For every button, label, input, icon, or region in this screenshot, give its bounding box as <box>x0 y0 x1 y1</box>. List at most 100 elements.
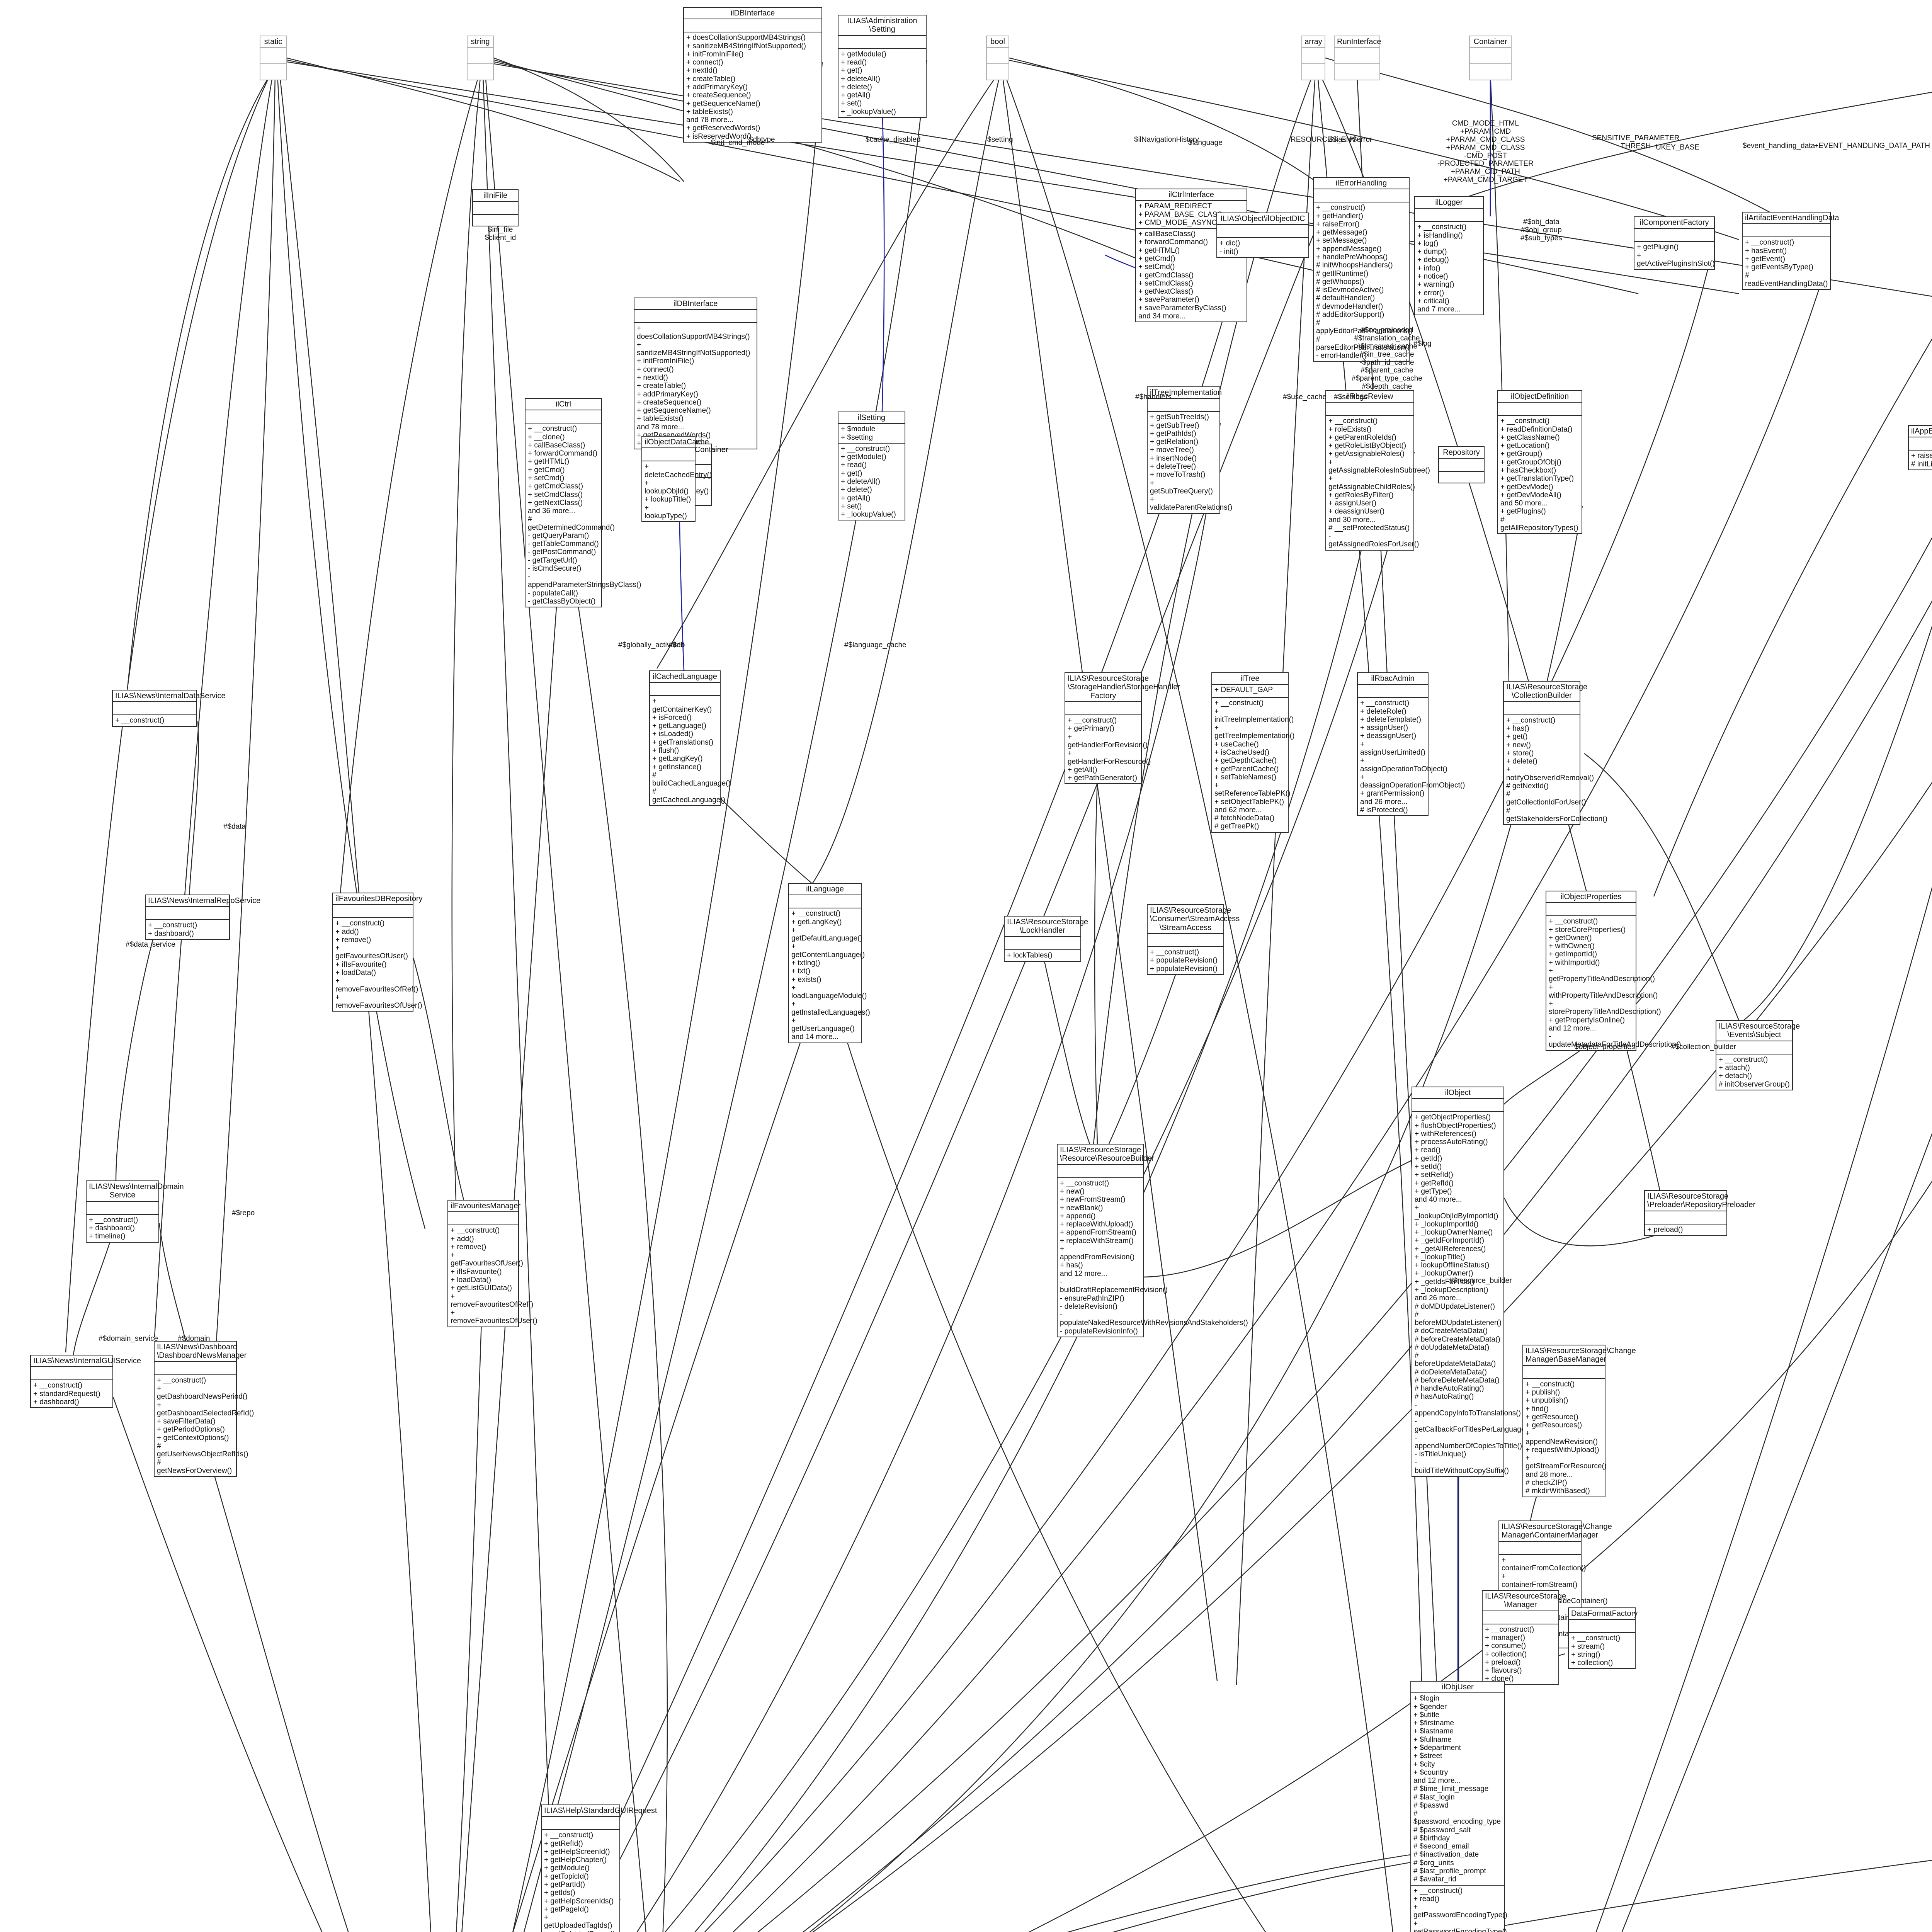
uml-class-node[interactable]: ILIAS\ResourceStorage \Manager+ __constr… <box>1482 1590 1566 1685</box>
uml-operation: - ensurePathInZIP() <box>1060 1294 1124 1303</box>
uml-operation: + saveParameterByClass() <box>1138 304 1226 312</box>
uml-operation: + set() <box>841 99 862 108</box>
uml-class-node[interactable]: ILIAS\ResourceStorage \Events\Subject+ _… <box>1716 1020 1800 1090</box>
edge-label: $ilNavigationHistory <box>1134 136 1199 144</box>
uml-class-node[interactable]: ilTreeImplementation+ getSubTreeIds()+ g… <box>1147 386 1232 514</box>
uml-class-operations <box>1439 471 1484 483</box>
uml-class-node[interactable]: ilFavouritesManager+ __construct()+ add(… <box>447 1200 537 1327</box>
uml-class-node[interactable]: ILIAS\ResourceStorage \Resource\Resource… <box>1057 1144 1248 1337</box>
uml-class-node[interactable]: ilSetting+ $module+ $setting+ __construc… <box>838 412 905 521</box>
uml-class-operations: + preload() <box>1645 1223 1726 1235</box>
uml-class-node[interactable]: ilRbacReview+ __construct()+ roleExists(… <box>1325 390 1430 551</box>
uml-class-attributes <box>1314 189 1409 202</box>
uml-class-node[interactable]: ilObjectDefinition+ __construct()+ readD… <box>1497 390 1582 534</box>
uml-class-attributes <box>1523 1365 1605 1378</box>
uml-class-node[interactable]: ilObjectProperties+ __construct()+ store… <box>1546 891 1681 1051</box>
uml-operation: + getPasswordEncodingType() <box>1413 1903 1507 1920</box>
uml-operation: + get() <box>841 469 862 478</box>
uml-operation: + deassignUser() <box>1360 732 1417 740</box>
uml-attribute: + $module <box>841 425 876 434</box>
uml-class-operations: + doesCollationSupportMB4Strings()+ sani… <box>684 32 821 141</box>
uml-class-node[interactable]: ILIAS\ResourceStorage \Preloader\Reposit… <box>1644 1190 1755 1236</box>
uml-operation: + getParentRoleIds() <box>1328 433 1396 442</box>
uml-class-node[interactable]: ilComponentFactory+ getPlugin()+ getActi… <box>1634 216 1715 270</box>
uml-class-node[interactable]: ilCtrl+ __construct()+ __clone()+ callBa… <box>525 398 641 608</box>
uml-operation: + getPrimary() <box>1068 724 1114 733</box>
uml-class-node[interactable]: ilIniFile <box>472 189 519 227</box>
uml-class-operations: + __construct()+ dashboard()+ timeline() <box>87 1214 158 1242</box>
uml-operation: + getParentCache() <box>1214 765 1279 773</box>
uml-class-node[interactable]: string <box>467 36 494 81</box>
uml-class-node[interactable]: ilErrorHandling+ __construct()+ getHandl… <box>1313 177 1413 362</box>
uml-operation: + detach() <box>1719 1072 1752 1080</box>
edge-label: #$db <box>668 641 685 649</box>
uml-operation: + standardRequest() <box>33 1389 100 1398</box>
uml-class-node[interactable]: ilFavouritesDBRepository+ __construct()+… <box>332 893 423 1012</box>
uml-class-node[interactable]: ilDBInterface+ doesCollationSupportMB4St… <box>634 298 757 450</box>
uml-operation: - deleteRevision() <box>1060 1302 1117 1311</box>
uml-operation: + _lookupDescription() <box>1415 1286 1488 1294</box>
uml-class-node[interactable]: static <box>260 36 287 81</box>
uml-class-node[interactable]: Container <box>1469 36 1512 81</box>
uml-class-node[interactable]: ilObjUser+ $login+ $gender+ $utitle+ $fi… <box>1410 1681 1507 1932</box>
uml-operation: + __construct() <box>33 1381 83 1390</box>
uml-operation: # getWhoops() <box>1316 277 1364 286</box>
uml-class-node[interactable]: Repository <box>1438 446 1485 484</box>
uml-operation: # doDeleteMetaData() <box>1415 1368 1487 1376</box>
uml-class-node[interactable]: ilAppEventHandler+ raise()# initListener… <box>1908 425 1932 470</box>
uml-class-node[interactable]: ILIAS\ResourceStorage \CollectionBuilder… <box>1503 681 1607 825</box>
uml-operation: + replaceWithUpload() <box>1060 1220 1133 1229</box>
uml-class-node[interactable]: ILIAS\ResourceStorage\Change Manager\Bas… <box>1522 1345 1636 1497</box>
uml-operation: + isReservedWord() <box>686 132 752 141</box>
uml-class-operations: + __construct()+ readDefinitionData()+ g… <box>1498 415 1582 533</box>
uml-class-node[interactable]: ilLanguage+ __construct()+ getLangKey()+… <box>788 883 870 1043</box>
uml-class-node[interactable]: ilCachedLanguage+ getContainerKey()+ isF… <box>649 670 731 806</box>
uml-attribute: + $gender <box>1413 1702 1447 1711</box>
uml-operation: and 34 more... <box>1138 312 1186 320</box>
uml-class-node[interactable]: ILIAS\News\InternalGUIService+ __constru… <box>30 1355 141 1408</box>
uml-operation: + stream() <box>1571 1642 1605 1651</box>
uml-class-operations: + __construct()+ has()+ get()+ new()+ st… <box>1504 714 1607 824</box>
uml-class-node[interactable]: ilTree+ DEFAULT_GAP+ __construct()+ init… <box>1211 672 1294 833</box>
uml-class-node[interactable]: ilLogger+ __construct()+ isHandling()+ l… <box>1414 196 1484 316</box>
uml-operation: + getRefId() <box>544 1839 583 1848</box>
uml-class-attributes <box>1645 1210 1726 1224</box>
uml-operation: # getStakeholdersForCollection() <box>1506 806 1607 823</box>
uml-class-node[interactable]: bool <box>986 36 1009 81</box>
uml-operation: + append() <box>1060 1212 1096 1220</box>
uml-attribute: # $password_encoding_type <box>1413 1810 1501 1826</box>
uml-class-node[interactable]: ILIAS\ResourceStorage \Consumer\StreamAc… <box>1147 904 1240 975</box>
uml-class-node[interactable]: RunInterface <box>1334 36 1381 81</box>
edge-label: #$log <box>1413 340 1432 348</box>
uml-class-node[interactable]: ilRbacAdmin+ __construct()+ deleteRole()… <box>1357 672 1465 816</box>
uml-class-node[interactable]: ILIAS\News\InternalDataService+ __constr… <box>112 690 226 727</box>
edge-label: #$domain_service <box>99 1335 158 1343</box>
uml-operation: + new() <box>1060 1187 1085 1196</box>
uml-operation: + __construct() <box>1526 1380 1575 1388</box>
uml-operation: + __construct() <box>1360 699 1410 707</box>
uml-class-node[interactable]: ILIAS\Object\ilObjectDIC+ dic()- init() <box>1216 213 1309 258</box>
uml-class-node[interactable]: ILIAS\News\InternalRepoService+ __constr… <box>145 895 260 940</box>
uml-class-node[interactable]: ILIAS\News\Dashboard \DashboardNewsManag… <box>154 1341 254 1477</box>
uml-class-node[interactable]: ILIAS\Help\StandardGUIRequest+ __constru… <box>541 1804 657 1932</box>
uml-class-attributes <box>1909 437 1932 450</box>
uml-operation: + getNextClass() <box>528 498 583 507</box>
uml-operation: + initFromIniFile() <box>686 50 744 58</box>
uml-class-node[interactable]: array <box>1301 36 1325 81</box>
edge-label: $event_handling_data <box>1743 142 1815 150</box>
uml-class-node[interactable]: ilDBInterface + doesCollationSupportMB4St… <box>683 7 822 143</box>
uml-class-node[interactable]: ILIAS\Administration \Setting+ getModule… <box>838 15 927 118</box>
uml-class-node[interactable]: ilArtifactEventHandlingData+ __construct… <box>1742 212 1839 290</box>
uml-operation: + getPathIds() <box>1150 429 1196 438</box>
uml-class-node[interactable]: DataFormatFactory+ __construct()+ stream… <box>1568 1607 1638 1669</box>
uml-class-title: ilDBInterface <box>730 9 775 17</box>
uml-class-node[interactable]: ILIAS\ResourceStorage \LockHandler+ lock… <box>1004 916 1088 962</box>
uml-class-node[interactable]: ILIAS\News\InternalDomain Service+ __con… <box>86 1180 184 1243</box>
uml-class-node[interactable]: ilObjectDataCache+ deleteCachedEntry()+ … <box>641 436 712 522</box>
uml-class-node[interactable]: ILIAS\ResourceStorage \StorageHandler\St… <box>1065 672 1180 784</box>
uml-operation: + saveParameter() <box>1138 296 1199 304</box>
uml-operation: - getTargetUrl() <box>528 556 577 565</box>
uml-class-node[interactable]: ilObject+ getObjectProperties()+ flushOb… <box>1412 1087 1579 1477</box>
